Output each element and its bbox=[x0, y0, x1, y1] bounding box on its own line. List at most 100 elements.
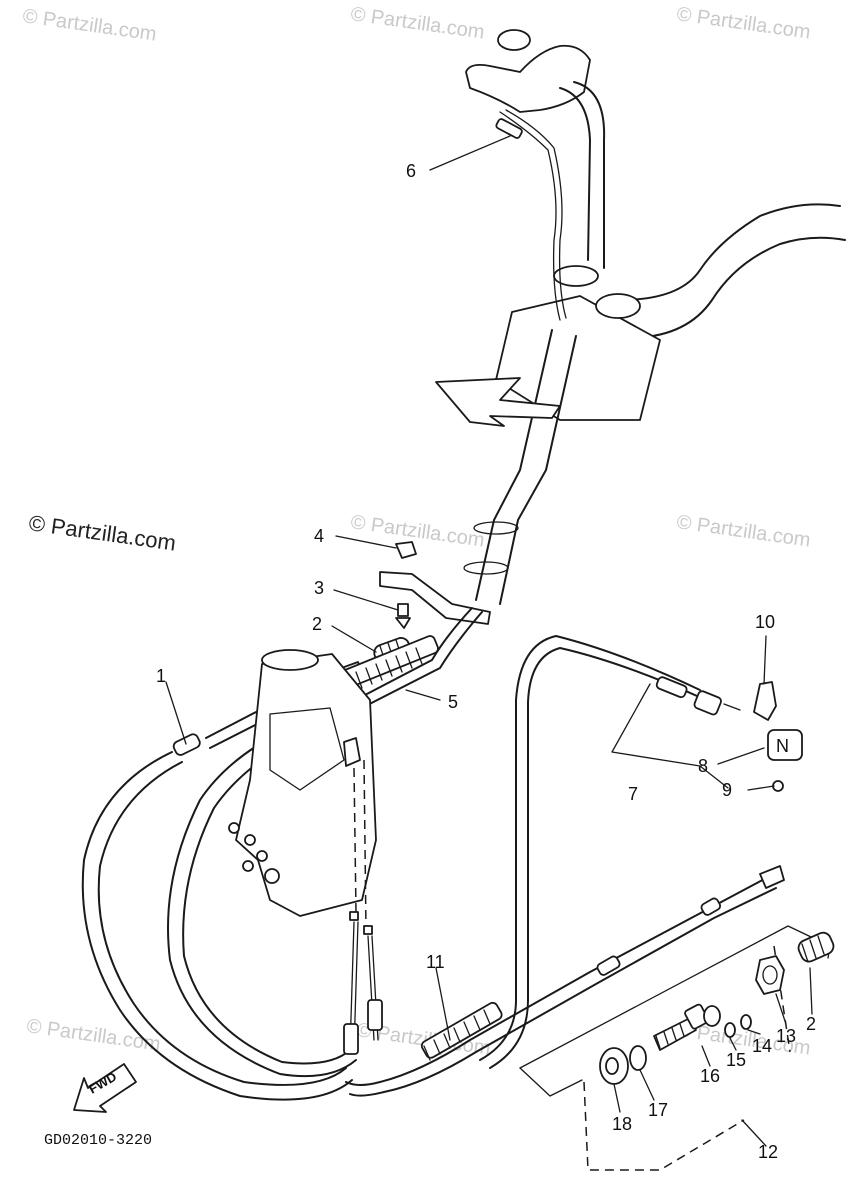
part-16-body bbox=[653, 1017, 697, 1051]
leader-1 bbox=[165, 681, 187, 745]
callout-3: 3 bbox=[314, 578, 324, 598]
callout-13: 13 bbox=[776, 1026, 796, 1046]
leader-17 bbox=[639, 1069, 655, 1101]
carb-detail bbox=[269, 707, 345, 791]
kit-dashed bbox=[583, 1081, 745, 1171]
part-14b-washer bbox=[740, 1014, 752, 1030]
leader-11 bbox=[435, 967, 451, 1041]
steering-column bbox=[499, 335, 577, 605]
carb-screw bbox=[242, 860, 254, 872]
cable-ferrule bbox=[700, 897, 722, 916]
cable-5-outer bbox=[182, 611, 483, 1065]
leader-15 bbox=[729, 1037, 737, 1051]
cable-7 bbox=[479, 635, 701, 1061]
callout-2: 2 bbox=[312, 614, 322, 634]
cable-protector bbox=[420, 1001, 503, 1059]
part-14-washer bbox=[724, 1022, 736, 1038]
callout-18: 18 bbox=[612, 1114, 632, 1134]
callout-12: 12 bbox=[758, 1142, 778, 1162]
bolt-tip bbox=[395, 617, 411, 629]
leader-4 bbox=[335, 535, 397, 549]
part-16-thread bbox=[655, 1023, 685, 1049]
kit-frame bbox=[519, 1067, 583, 1097]
callouts: 6 4 3 2 1 5 10 8 9 7 11 12 13 14 15 16 1… bbox=[156, 161, 816, 1162]
callout-9: 9 bbox=[722, 780, 732, 800]
leader-6 bbox=[429, 135, 511, 171]
part-13-nut bbox=[755, 955, 785, 995]
bolt bbox=[397, 603, 409, 617]
cable-loop bbox=[97, 761, 347, 1086]
carburetor bbox=[228, 649, 383, 1055]
protector-ribs bbox=[423, 1009, 491, 1061]
diagram-code: GD02010-3220 bbox=[44, 1132, 152, 1149]
carburetor-body bbox=[235, 653, 377, 917]
callout-10: 10 bbox=[755, 612, 775, 632]
leader-3 bbox=[333, 589, 399, 611]
carb-screw bbox=[228, 822, 240, 834]
handlebar-tube bbox=[559, 87, 591, 261]
callout-2b: 2 bbox=[806, 1014, 816, 1034]
throttle-cable-upper bbox=[499, 111, 561, 321]
leader-9 bbox=[747, 785, 775, 791]
watermark: © Partzilla.com bbox=[675, 511, 812, 552]
carb-screw bbox=[256, 850, 268, 862]
watermark: © Partzilla.com bbox=[21, 5, 158, 46]
callout-14: 14 bbox=[752, 1036, 772, 1056]
callout-8: 8 bbox=[698, 756, 708, 776]
handlebar-right bbox=[627, 236, 846, 339]
cable-rod bbox=[723, 703, 741, 711]
neutral-letter: N bbox=[776, 736, 789, 756]
column-ring bbox=[463, 561, 509, 575]
cable-thread-end bbox=[759, 865, 785, 889]
callout-17: 17 bbox=[648, 1100, 668, 1120]
fwd-arrow: FWD bbox=[73, 1063, 137, 1113]
throttle-lever bbox=[465, 44, 591, 113]
steering-column bbox=[475, 329, 553, 601]
callout-11: 11 bbox=[426, 952, 445, 972]
leader-dashed bbox=[363, 759, 367, 931]
part-18-hole bbox=[605, 1057, 619, 1075]
leader-16 bbox=[701, 1045, 711, 1067]
watermark: © Partzilla.com bbox=[27, 510, 177, 555]
handlebar-right bbox=[619, 203, 841, 301]
watermarks: © Partzilla.com © Partzilla.com © Partzi… bbox=[21, 3, 812, 1060]
carb-screw bbox=[244, 834, 256, 846]
neutral-cable-7: N bbox=[479, 635, 803, 1069]
carb-screw bbox=[264, 868, 280, 884]
carb-nipple bbox=[349, 911, 359, 921]
callout-bracket-7 bbox=[611, 683, 729, 789]
leader-2b bbox=[809, 967, 813, 1015]
parts-kit-12 bbox=[519, 925, 835, 1171]
clamp-post bbox=[595, 293, 641, 319]
cable-loop bbox=[81, 751, 353, 1101]
grip-end bbox=[497, 29, 531, 51]
cable-tip bbox=[753, 681, 777, 721]
cable-11 bbox=[345, 865, 785, 1097]
neutral-knob bbox=[767, 729, 803, 761]
column-bracket bbox=[435, 377, 561, 427]
watermark: © Partzilla.com bbox=[349, 3, 486, 44]
leader-13 bbox=[775, 993, 787, 1025]
carb-nipple bbox=[363, 925, 373, 935]
leader-2 bbox=[331, 625, 377, 653]
carb-lever bbox=[343, 737, 361, 767]
spring bbox=[797, 931, 835, 963]
fwd-arrow-shape bbox=[73, 1063, 137, 1113]
cable-adjuster bbox=[343, 1023, 359, 1055]
part-13-hole bbox=[762, 965, 778, 985]
leader-12 bbox=[741, 1119, 767, 1147]
leader-5 bbox=[405, 689, 441, 701]
callout-16: 16 bbox=[700, 1066, 720, 1086]
callout-6: 6 bbox=[406, 161, 416, 181]
watermark: © Partzilla.com bbox=[675, 3, 812, 44]
nut bbox=[395, 541, 417, 559]
cable-7 bbox=[489, 647, 707, 1069]
cable-nut bbox=[693, 690, 722, 716]
callout-4: 4 bbox=[314, 526, 324, 546]
callout-7: 7 bbox=[628, 784, 638, 804]
leader-lines bbox=[165, 135, 813, 1147]
throttle-cable-upper bbox=[505, 109, 567, 319]
cable-ferrule bbox=[655, 676, 688, 699]
leader-10 bbox=[763, 635, 767, 685]
leader-8 bbox=[717, 747, 765, 765]
